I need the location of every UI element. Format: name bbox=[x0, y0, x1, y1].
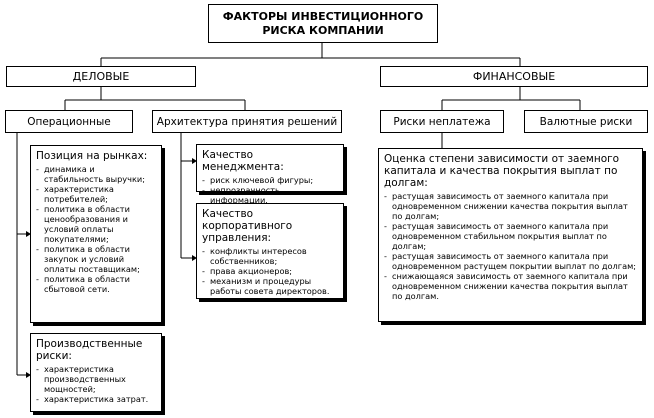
list-item: политика в области ценообразования и усл… bbox=[36, 204, 156, 244]
governance-quality-list: конфликты интересов собственников; права… bbox=[202, 246, 338, 296]
panel-debt-assessment: Оценка степени зависимости от заемного к… bbox=[378, 148, 643, 322]
list-item: динамика и стабильность выручки; bbox=[36, 164, 156, 184]
list-item: характеристика производственных мощносте… bbox=[36, 364, 156, 394]
box-operational: Операционные bbox=[5, 110, 133, 133]
market-position-list: динамика и стабильность выручки; характе… bbox=[36, 164, 156, 294]
list-item: политика в области сбытовой сети. bbox=[36, 274, 156, 294]
list-item: права акционеров; bbox=[202, 266, 338, 276]
panel-production-risks: Производственные риски: характеристика п… bbox=[30, 333, 162, 412]
diagram-title: ФАКТОРЫ ИНВЕСТИЦИОННОГО РИСКА КОМПАНИИ bbox=[208, 4, 438, 43]
management-quality-list: риск ключевой фигуры; непрозрачность инф… bbox=[202, 175, 338, 205]
panel-management-quality-heading: Качество менеджмента: bbox=[202, 149, 284, 173]
box-currency-label: Валютные риски bbox=[539, 115, 633, 128]
category-financial: ФИНАНСОВЫЕ bbox=[380, 66, 648, 87]
panel-market-position-heading: Позиция на рынках: bbox=[36, 150, 148, 162]
box-operational-label: Операционные bbox=[27, 115, 111, 128]
panel-governance-quality: Качество корпоративного управления: конф… bbox=[196, 203, 344, 299]
box-nonpayment-risks: Риски неплатежа bbox=[380, 110, 504, 133]
box-currency-risks: Валютные риски bbox=[524, 110, 648, 133]
panel-production-risks-heading: Производственные риски: bbox=[36, 338, 143, 362]
list-item: характеристика потребителей; bbox=[36, 184, 156, 204]
box-architecture-label: Архитектура принятия решений bbox=[156, 115, 338, 128]
list-item: непрозрачность информации. bbox=[202, 185, 338, 205]
category-financial-label: ФИНАНСОВЫЕ bbox=[472, 70, 556, 83]
list-item: политика в области закупок и условий опл… bbox=[36, 244, 156, 274]
list-item: растущая зависимость от заемного капитал… bbox=[384, 221, 637, 251]
box-architecture: Архитектура принятия решений bbox=[152, 110, 342, 133]
box-nonpayment-label: Риски неплатежа bbox=[393, 115, 491, 128]
panel-debt-assessment-heading: Оценка степени зависимости от заемного к… bbox=[384, 153, 620, 189]
list-item: конфликты интересов собственников; bbox=[202, 246, 338, 266]
category-business-label: ДЕЛОВЫЕ bbox=[72, 70, 130, 83]
list-item: растущая зависимость от заемного капитал… bbox=[384, 191, 637, 221]
list-item: характеристика затрат. bbox=[36, 394, 156, 404]
category-business: ДЕЛОВЫЕ bbox=[6, 66, 196, 87]
list-item: риск ключевой фигуры; bbox=[202, 175, 338, 185]
list-item: снижающаяся зависимость от заемного капи… bbox=[384, 271, 637, 301]
list-item: растущая зависимость от заемного капитал… bbox=[384, 251, 637, 271]
production-risks-list: характеристика производственных мощносте… bbox=[36, 364, 156, 404]
panel-governance-quality-heading: Качество корпоративного управления: bbox=[202, 208, 293, 244]
panel-management-quality: Качество менеджмента: риск ключевой фигу… bbox=[196, 144, 344, 205]
debt-assessment-list: растущая зависимость от заемного капитал… bbox=[384, 191, 637, 301]
diagram-title-text: ФАКТОРЫ ИНВЕСТИЦИОННОГО РИСКА КОМПАНИИ bbox=[222, 9, 424, 37]
panel-market-position: Позиция на рынках: динамика и стабильнос… bbox=[30, 145, 162, 323]
list-item: механизм и процедуры работы совета дирек… bbox=[202, 276, 338, 296]
